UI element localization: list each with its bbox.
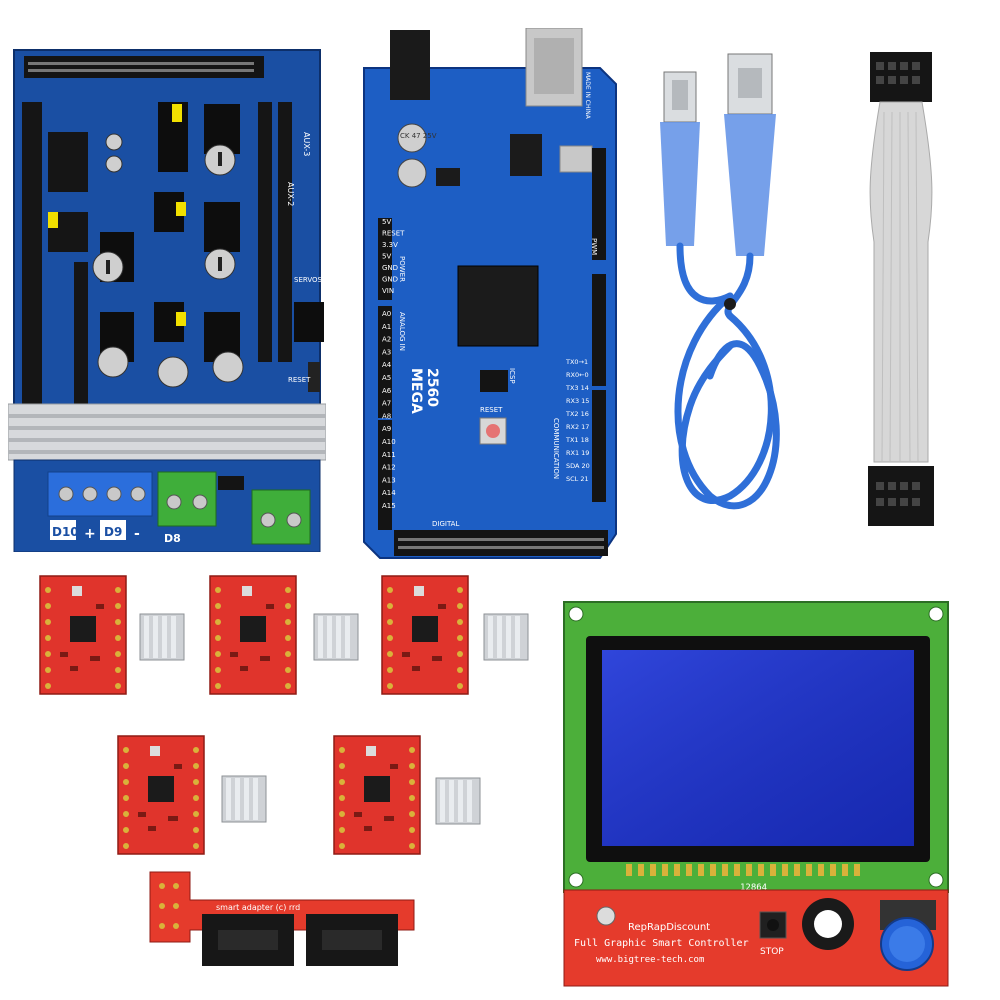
mega-reset-label: RESET <box>480 406 503 414</box>
analog-pin-label: A7 <box>382 400 391 408</box>
icsp-label: ICSP <box>508 368 516 384</box>
lcd-pin <box>782 864 788 876</box>
power-pin-label: VIN <box>382 287 394 295</box>
comm-pin-label: RX2 17 <box>566 423 589 431</box>
analog-pin-label: A15 <box>382 502 396 510</box>
adapter-label: smart adapter (c) rrd <box>216 903 300 912</box>
comm-pin-label: RX0←0 <box>566 371 589 379</box>
driver-2 <box>209 575 297 695</box>
comm-pin-label: RX3 15 <box>566 397 589 405</box>
model-line2: 2560 <box>424 368 440 407</box>
analog-pin-label: A13 <box>382 476 396 484</box>
lcd-pin <box>626 864 632 876</box>
d9-label: D9 <box>104 525 122 539</box>
analog-pin-label: A4 <box>382 361 392 369</box>
aux3-label: AUX-3 <box>302 132 311 156</box>
comm-pin-label: TX2 16 <box>565 410 589 418</box>
capacitor-icon <box>92 133 244 388</box>
power-pin-label: GND <box>382 264 398 272</box>
heatsink-2 <box>313 613 359 661</box>
lcd-pin <box>638 864 644 876</box>
stepper-drivers <box>0 570 560 870</box>
analog-pin-label: A6 <box>382 387 392 395</box>
power-pin-label: 5V <box>382 253 391 261</box>
lcd-pin <box>806 864 812 876</box>
lcd-pin <box>794 864 800 876</box>
heatsink-1 <box>139 613 185 661</box>
smart-adapter: smart adapter (c) rrd <box>146 866 420 970</box>
power-pin-label: 3.3V <box>382 241 398 249</box>
heatsink-5 <box>435 777 481 825</box>
lcd-pin <box>746 864 752 876</box>
comm-pin-label: TX1 18 <box>565 436 589 444</box>
analog-pin-label: A0 <box>382 310 391 318</box>
comm-pin-label: SDA 20 <box>566 462 590 470</box>
servos-label: SERVOS <box>294 276 323 284</box>
analog-pin-label: A5 <box>382 374 391 382</box>
analog-pin-label: A10 <box>382 438 396 446</box>
digital-label: DIGITAL <box>432 520 459 528</box>
power-pin-label: RESET <box>382 230 405 238</box>
lcd-pin <box>662 864 668 876</box>
analog-pin-label: A8 <box>382 412 391 420</box>
lcd-pin <box>710 864 716 876</box>
lcd-pin <box>758 864 764 876</box>
lcd-pin <box>854 864 860 876</box>
analog-pin-label: A9 <box>382 425 391 433</box>
mega-board: CK 47 25V MEGA 2560 RESET ICSP MADE IN C… <box>360 27 622 564</box>
lcd-pin <box>770 864 776 876</box>
lcd-model-label: 12864 <box>740 883 767 893</box>
power-pin-label: GND <box>382 276 398 284</box>
lcd-pin <box>674 864 680 876</box>
comm-label: COMMUNICATION <box>552 418 560 479</box>
driver-3 <box>381 575 469 695</box>
model-line1: MEGA <box>408 368 424 414</box>
analog-label: ANALOG IN <box>398 312 406 351</box>
lcd-pin <box>686 864 692 876</box>
analog-pin-label: A12 <box>382 464 396 472</box>
analog-pin-label: A1 <box>382 323 391 331</box>
lcd-pin <box>650 864 656 876</box>
pwm-label: PWM <box>590 238 598 255</box>
comm-pin-label: TX0→1 <box>565 358 588 366</box>
power-pin-label: 5V <box>382 218 391 226</box>
driver-4 <box>117 735 205 855</box>
comm-pin-label: SCL 21 <box>566 475 589 483</box>
usb-cable <box>650 46 806 526</box>
analog-pin-label: A3 <box>382 348 391 356</box>
d10-label: D10 <box>52 525 79 539</box>
mega-cap-label: CK 47 25V <box>400 132 437 140</box>
d8-label: D8 <box>164 532 181 545</box>
stop-label: STOP <box>760 947 784 957</box>
lcd-title: Full Graphic Smart Controller <box>574 938 749 949</box>
lcd-pin <box>734 864 740 876</box>
ribbon-cable <box>864 52 944 528</box>
ramps-board: RESET SERVOS AUX-3 AUX-2 D10 D9 D8 + - <box>7 42 327 553</box>
url-label: www.bigtree-tech.com <box>596 955 704 965</box>
heatsink-4 <box>221 775 267 823</box>
lcd-pin <box>698 864 704 876</box>
lcd-pin <box>818 864 824 876</box>
heatsink-3 <box>483 613 529 661</box>
lcd-pin <box>842 864 848 876</box>
minus-sign: - <box>134 526 140 542</box>
comm-pin-label: RX1 19 <box>566 449 589 457</box>
aux2-label: AUX-2 <box>286 182 295 206</box>
plus-sign: + <box>84 526 96 542</box>
lcd-controller: 12864 RepRapDiscount Full Graphic Smart … <box>562 600 954 992</box>
analog-pin-label: A14 <box>382 489 396 497</box>
analog-pin-label: A11 <box>382 451 396 459</box>
lcd-pin <box>722 864 728 876</box>
driver-1 <box>39 575 127 695</box>
comm-pin-label: TX3 14 <box>565 384 589 392</box>
brand-label: RepRapDiscount <box>628 922 710 933</box>
lcd-pin <box>830 864 836 876</box>
power-label: POWER <box>398 256 406 282</box>
driver-5 <box>333 735 421 855</box>
made-in-label: MADE IN CHINA <box>584 72 591 120</box>
analog-pin-label: A2 <box>382 336 391 344</box>
ramps-reset-label: RESET <box>288 376 311 384</box>
